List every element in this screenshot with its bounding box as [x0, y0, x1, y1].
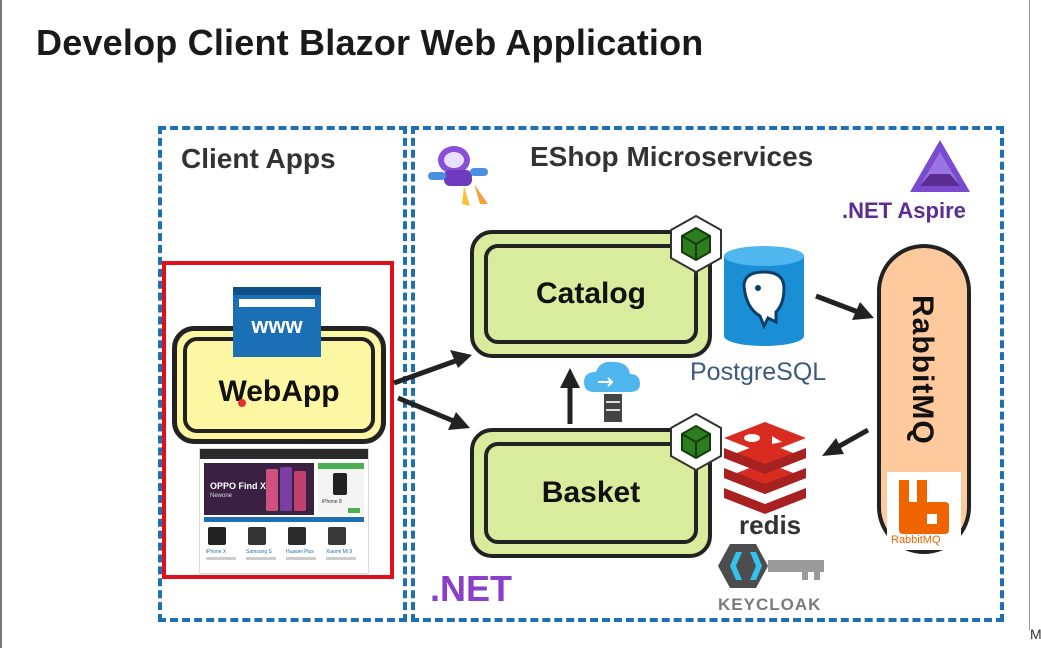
catalog-label: Catalog [484, 244, 698, 344]
basket-container-icon [670, 412, 722, 472]
side-card: iPhone 8 [318, 463, 364, 515]
page-title: Develop Client Blazor Web Application [36, 22, 704, 63]
www-icon: www [233, 287, 321, 357]
database-icon [724, 246, 804, 346]
arrow-postgres-to-rabbitmq [815, 293, 859, 315]
aspire-logo-icon [910, 140, 970, 192]
rabbitmq-label: RabbitMQ [906, 295, 939, 445]
cloud-server-icon [584, 361, 640, 422]
keycloak-label: KEYCLOAK [718, 595, 822, 614]
hero-banner: OPPO Find X Newone [204, 463, 314, 515]
postgresql-label: PostgreSQL [690, 358, 827, 386]
arrow-postgres-to-rabbitmq-head [852, 302, 874, 320]
webapp-screenshot-preview: OPPO Find X Newone iPhone 8 iPhone X Sam… [199, 448, 369, 574]
dotnet-bot-icon [428, 146, 488, 206]
dotnet-label: .NET [430, 568, 513, 609]
window-left-edge [0, 0, 2, 648]
arrow-rabbitmq-to-redis-head [822, 438, 844, 456]
redis-icon [724, 422, 806, 514]
keycloak-icon [718, 544, 824, 588]
www-label: www [251, 313, 303, 338]
hero-text: OPPO Find X [210, 481, 267, 491]
arrow-webapp-to-basket [397, 395, 457, 425]
aspire-label: .NET Aspire [842, 198, 966, 223]
cursor-dot [238, 399, 246, 407]
arrow-webapp-to-catalog [393, 357, 459, 386]
product-2: Samsung S [246, 549, 272, 555]
webapp-highlight-frame [162, 261, 394, 579]
arrow-webapp-to-basket-head [448, 412, 470, 430]
corner-text: M [1030, 626, 1041, 642]
rabbitmq-small-label: RabbitMQ [891, 534, 941, 546]
product-4: Xiaomi Mi 9 [326, 549, 353, 555]
eshop-microservices-label: EShop Microservices [530, 141, 814, 172]
product-1: iPhone X [206, 549, 227, 555]
redis-label: redis [739, 510, 802, 540]
client-apps-label: Client Apps [181, 143, 336, 174]
arrow-webapp-to-catalog-head [450, 350, 472, 368]
basket-label: Basket [484, 442, 698, 544]
window-right-edge [1029, 0, 1030, 630]
catalog-container-icon [670, 214, 722, 274]
rabbitmq-logo-icon [887, 472, 961, 550]
arrow-rabbitmq-to-redis [834, 427, 870, 451]
arrow-basket-to-catalog-head [560, 368, 580, 388]
hero-sub: Newone [210, 493, 233, 499]
client-apps-container [158, 126, 407, 622]
product-3: Huawei Plus [286, 549, 314, 555]
